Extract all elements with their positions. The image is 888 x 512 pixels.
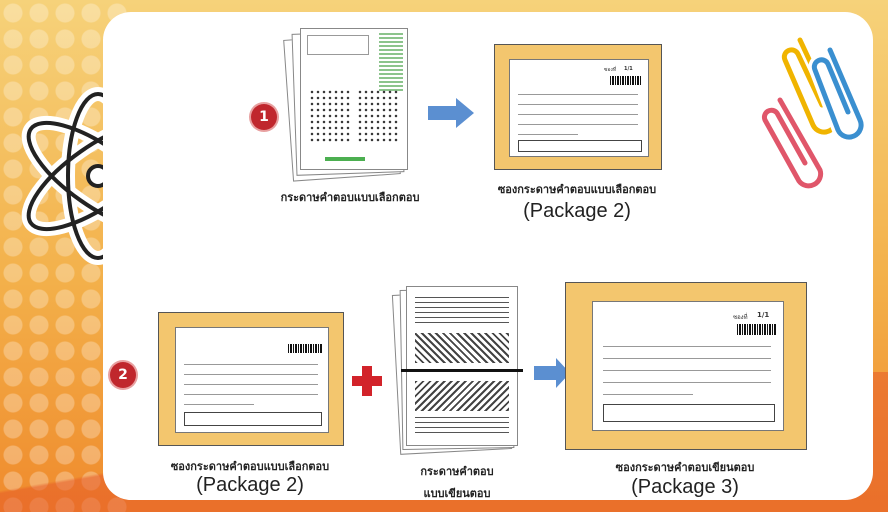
written-answer-sheets — [391, 286, 523, 455]
step-2-source-package: (Package 2) — [196, 474, 304, 496]
envelope-large-seq-label: ซองที่ — [733, 314, 748, 321]
arrow-right-icon — [428, 98, 474, 128]
paperclip-icon — [760, 34, 868, 190]
envelope-seq-value: 1/1 — [624, 66, 633, 72]
step-1-target-caption: ซองกระดาษคำตอบแบบเลือกตอบ — [497, 183, 657, 196]
step-2-source-caption: ซองกระดาษคำตอบแบบเลือกตอบ — [170, 460, 330, 473]
step-2-middle-caption-line1: กระดาษคำตอบ — [420, 465, 494, 478]
step-2-target-caption: ซองกระดาษคำตอบเขียนตอบ — [615, 461, 755, 474]
step-2-middle-caption-line2: แบบเขียนตอบ — [423, 487, 491, 500]
step-1-badge: 1 — [251, 104, 277, 130]
step-2-badge: 2 — [110, 362, 136, 388]
step-2-target-package: (Package 3) — [631, 476, 739, 498]
step-1-source-caption: กระดาษคำตอบแบบเลือกตอบ — [280, 191, 420, 204]
multiple-choice-answer-sheets — [283, 28, 410, 182]
package-3-envelope: ซองที่ 1/1 — [565, 282, 807, 450]
plus-icon — [352, 366, 382, 396]
step-1-target-package: (Package 2) — [523, 200, 631, 222]
envelope-large-seq-value: 1/1 — [757, 311, 770, 319]
arrow-right-icon-2 — [534, 358, 570, 388]
envelope-seq-label: ซองที่ — [604, 67, 617, 73]
package-2-envelope-step2 — [158, 312, 344, 446]
package-2-envelope: ซองที่ 1/1 — [494, 44, 662, 170]
